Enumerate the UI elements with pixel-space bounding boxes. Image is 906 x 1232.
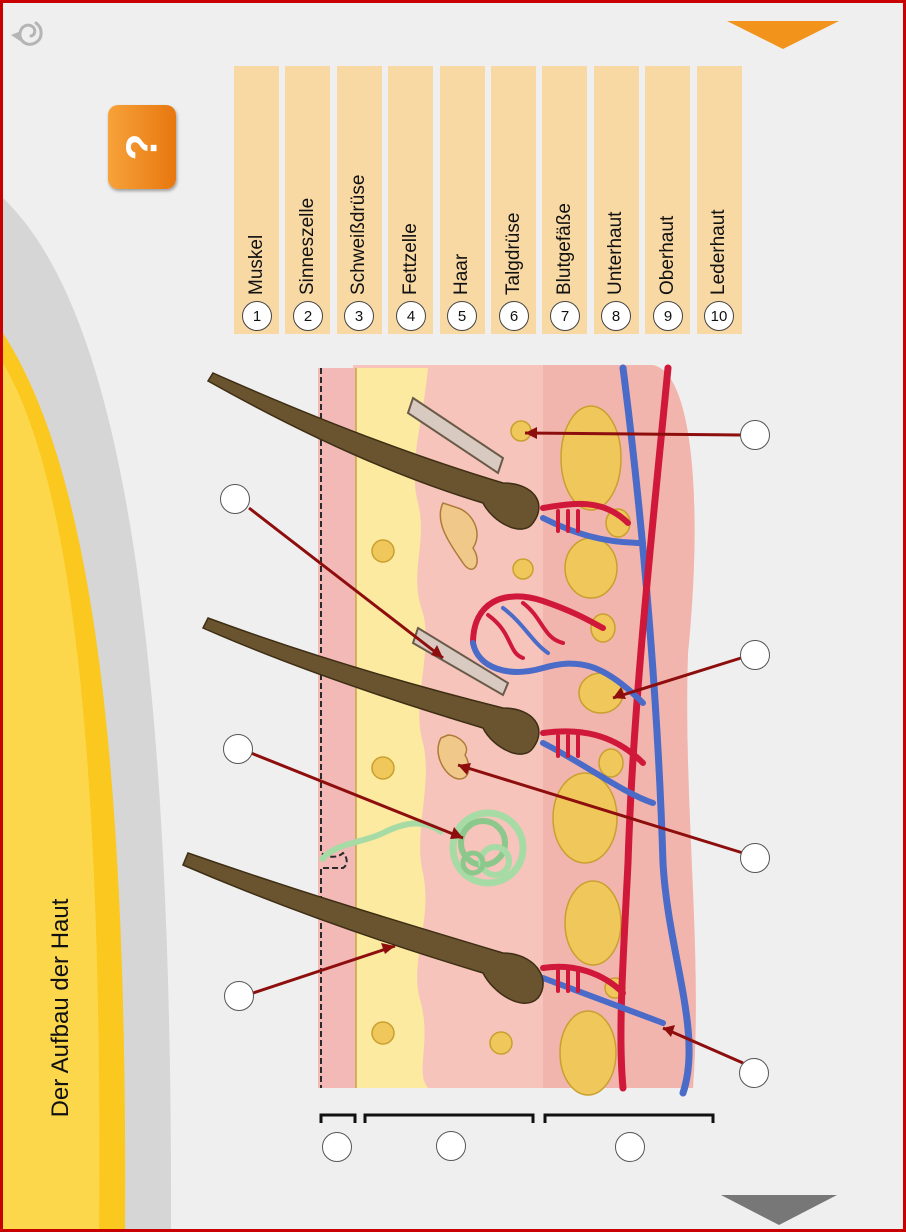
answer-marker[interactable] — [740, 843, 770, 873]
answer-marker[interactable] — [322, 1132, 352, 1162]
legend-item-number: 6 — [498, 301, 529, 331]
page-title: Der Aufbau der Haut — [47, 898, 74, 1118]
answer-marker[interactable] — [224, 981, 254, 1011]
answer-marker[interactable] — [223, 734, 253, 764]
fat-cells — [371, 405, 631, 1096]
legend-item: 4 Fettzelle — [388, 66, 434, 334]
legend-item-number: 5 — [447, 301, 478, 331]
answer-marker[interactable] — [220, 484, 250, 514]
arrow-down-gray-icon — [721, 1195, 837, 1225]
hairs — [182, 372, 544, 1004]
legend-item: 10 Lederhaut — [696, 66, 742, 334]
legend-item-number: 9 — [652, 301, 683, 331]
legend-item: 1 Muskel — [234, 66, 279, 334]
legend-item-label: Schweißdrüse — [348, 174, 370, 295]
legend-item-label: Oberhaut — [656, 215, 678, 295]
sweat-gland — [318, 809, 527, 887]
legend-item-label: Fettzelle — [399, 223, 421, 295]
skin-diagram — [3, 21, 839, 1229]
legend-item: 8 Unterhaut — [593, 66, 639, 334]
legend-item: 7 Blutgefäße — [542, 66, 588, 334]
answer-marker[interactable] — [739, 1058, 769, 1088]
legend-item-number: 3 — [344, 301, 375, 331]
legend-item-number: 8 — [601, 301, 632, 331]
help-button-label: ? — [116, 133, 166, 161]
blood-vessels — [470, 364, 693, 1097]
yellow-band-highlight — [3, 363, 100, 1229]
muscles — [406, 396, 510, 697]
legend-item: 2 Sinneszelle — [285, 66, 331, 334]
legend-item-label: Haar — [451, 253, 473, 295]
legend-item-number: 2 — [292, 301, 323, 331]
legend-item-label: Unterhaut — [605, 211, 627, 295]
answer-marker[interactable] — [740, 640, 770, 670]
legend-item-number: 10 — [704, 301, 735, 331]
arrow-down-orange-icon — [727, 21, 839, 49]
pointer-lines — [248, 431, 744, 1065]
legend-item-label: Muskel — [245, 234, 267, 295]
answer-marker[interactable] — [615, 1132, 645, 1162]
legend-item: 6 Talgdrüse — [491, 66, 536, 334]
legend-item-number: 7 — [549, 301, 580, 331]
answer-marker[interactable] — [740, 420, 770, 450]
legend-item-label: Talgdrüse — [502, 212, 524, 295]
reload-icon — [11, 21, 43, 46]
legend-item-label: Lederhaut — [708, 209, 730, 295]
legend-item-number: 4 — [395, 301, 426, 331]
sebaceous-glands — [437, 502, 478, 780]
stratum-corneum — [318, 368, 356, 1088]
answer-marker[interactable] — [436, 1131, 466, 1161]
layer-brackets — [319, 1113, 715, 1123]
legend-item-label: Blutgefäße — [553, 203, 575, 295]
legend-item: 3 Schweißdrüse — [336, 66, 382, 334]
legend-item-label: Sinneszelle — [296, 197, 318, 295]
legend-item: 9 Oberhaut — [645, 66, 691, 334]
legend-item-number: 1 — [241, 301, 272, 331]
legend-item: 5 Haar — [439, 66, 485, 334]
help-button[interactable]: ? — [108, 105, 176, 189]
